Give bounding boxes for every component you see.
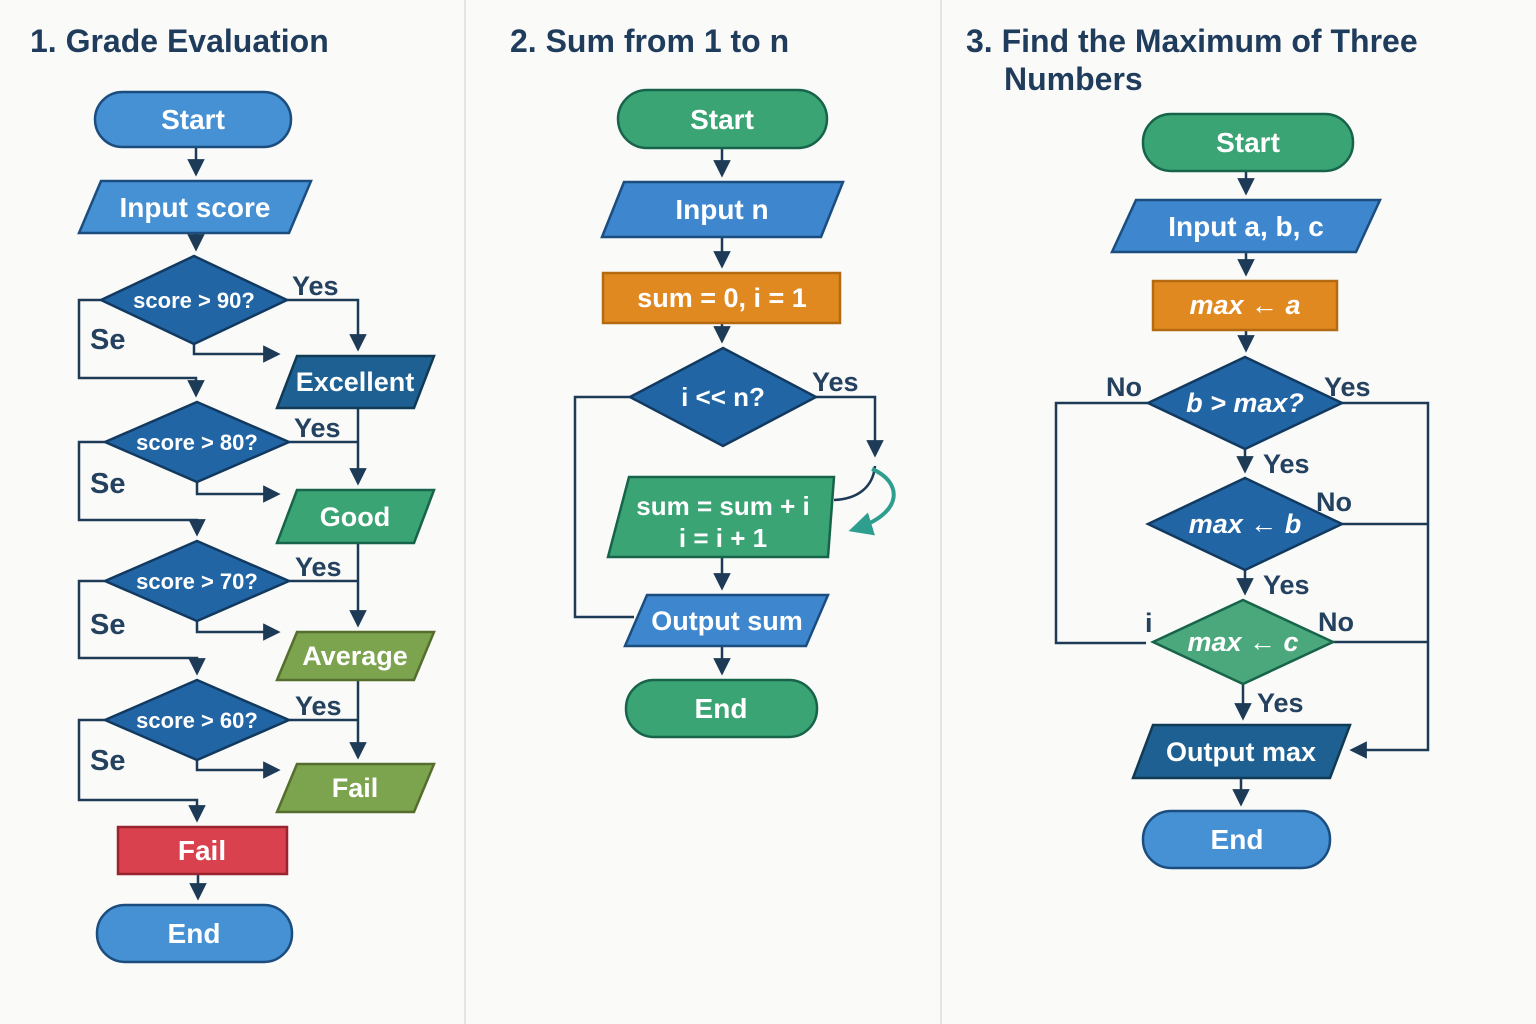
edge-d1-no bbox=[1054, 401, 1148, 645]
label-mid3-yes: Yes bbox=[1257, 688, 1304, 718]
result-good-label: Good bbox=[320, 502, 390, 532]
decision-score-90 bbox=[98, 254, 290, 346]
start-node bbox=[93, 90, 293, 149]
chart1-title: 1. Grade Evaluation bbox=[30, 23, 329, 59]
label-yes-3: Yes bbox=[295, 552, 342, 582]
decision-max-b bbox=[1145, 476, 1345, 572]
label-d3-no: No bbox=[1318, 607, 1354, 637]
end-label: End bbox=[168, 918, 221, 949]
edge-d3-left bbox=[77, 579, 206, 676]
label-d2-no: No bbox=[1316, 487, 1352, 517]
decision-score-80 bbox=[101, 400, 293, 484]
edge-d4-bottom bbox=[195, 760, 281, 779]
decision-score-70 bbox=[101, 539, 293, 623]
edge-d1-yes bbox=[1342, 401, 1430, 759]
label-yes: Yes bbox=[812, 367, 859, 397]
decision-score-80-label: score > 80? bbox=[136, 430, 258, 455]
edge-d2-bottom bbox=[195, 482, 281, 503]
end-node bbox=[95, 903, 294, 964]
label-i: i bbox=[1145, 608, 1153, 638]
edge-cond-no-loop bbox=[573, 395, 634, 619]
loop-body-node bbox=[606, 475, 836, 559]
result-average-label: Average bbox=[302, 641, 408, 671]
start-label: Start bbox=[1216, 127, 1280, 158]
start-node bbox=[616, 88, 829, 150]
end-node bbox=[624, 678, 819, 739]
edge-cond-yes bbox=[816, 395, 884, 458]
result-excellent-node bbox=[275, 354, 436, 410]
label-mid1-yes: Yes bbox=[1263, 449, 1310, 479]
init-label: sum = 0, i = 1 bbox=[637, 283, 807, 313]
label-mid2-yes: Yes bbox=[1263, 570, 1310, 600]
grade-evaluation-flowchart: 1. Grade Evaluation Start Input score sc… bbox=[30, 23, 436, 964]
loop-body-line1: sum = sum + i bbox=[636, 491, 809, 521]
edge-d1-yes bbox=[287, 298, 367, 352]
edge-loop-curve bbox=[833, 465, 877, 502]
decision-score-70-label: score > 70? bbox=[136, 569, 258, 594]
decision-score-60-label: score > 60? bbox=[136, 708, 258, 733]
edge-d4-left bbox=[77, 718, 206, 823]
fail-node bbox=[116, 825, 289, 876]
label-no-1: Se bbox=[90, 324, 125, 356]
init-node bbox=[601, 271, 842, 325]
input-n-label: Input n bbox=[675, 194, 768, 225]
edge-d1-left bbox=[77, 298, 205, 398]
result-good-node bbox=[275, 488, 436, 545]
result-excellent-label: Excellent bbox=[296, 367, 415, 397]
loop-condition-label: i << n? bbox=[681, 382, 765, 412]
decision-score-60 bbox=[101, 678, 293, 762]
end-label: End bbox=[1211, 824, 1264, 855]
output-sum-label: Output sum bbox=[651, 606, 802, 636]
loop-condition-node bbox=[627, 346, 819, 448]
label-no-3: Se bbox=[90, 609, 125, 641]
edge-d3-bottom bbox=[195, 621, 281, 641]
edge-d2-left bbox=[77, 440, 206, 537]
max-flowchart: 3. Find the Maximum of Three Numbers Sta… bbox=[966, 23, 1430, 870]
label-no-4: Se bbox=[90, 745, 125, 777]
decision-b-gt-max-label: b > max? bbox=[1186, 388, 1304, 418]
decision-max-c bbox=[1150, 598, 1336, 686]
edge-loop-back-curve bbox=[848, 467, 896, 536]
input-score-node bbox=[77, 179, 313, 235]
start-node bbox=[1141, 112, 1355, 173]
assign-max-a-label: max ← a bbox=[1189, 290, 1300, 320]
start-label: Start bbox=[161, 104, 225, 135]
chart3-title-line1: 3. Find the Maximum of Three bbox=[966, 23, 1418, 59]
output-max-node bbox=[1131, 723, 1352, 780]
output-max-label: Output max bbox=[1166, 737, 1316, 767]
label-d1-yes: Yes bbox=[1324, 372, 1371, 402]
result-fail-node bbox=[275, 762, 436, 814]
loop-body-line2: i = i + 1 bbox=[679, 523, 767, 553]
chart3-title-line2: Numbers bbox=[1004, 61, 1143, 97]
input-n-node bbox=[600, 180, 845, 239]
decision-max-c-label: max ← c bbox=[1187, 627, 1298, 657]
result-average-node bbox=[275, 630, 436, 682]
sum-flowchart: 2. Sum from 1 to n Start Input n sum = 0… bbox=[510, 23, 896, 739]
input-abc-label: Input a, b, c bbox=[1168, 211, 1324, 242]
fail-label: Fail bbox=[178, 835, 226, 866]
start-label: Start bbox=[690, 104, 754, 135]
label-d1-no: No bbox=[1106, 372, 1142, 402]
edge-d1-bottom bbox=[192, 344, 281, 363]
end-label: End bbox=[695, 693, 748, 724]
end-node bbox=[1141, 809, 1332, 870]
decision-score-90-label: score > 90? bbox=[133, 288, 255, 313]
decision-max-b-label: max ← b bbox=[1189, 509, 1302, 539]
input-abc-node bbox=[1110, 198, 1382, 254]
input-score-label: Input score bbox=[120, 192, 271, 223]
assign-max-a-node bbox=[1151, 279, 1339, 332]
label-yes-1: Yes bbox=[292, 271, 339, 301]
chart2-title: 2. Sum from 1 to n bbox=[510, 23, 789, 59]
result-fail-label: Fail bbox=[332, 773, 379, 803]
label-yes-2: Yes bbox=[294, 413, 341, 443]
label-yes-4: Yes bbox=[295, 691, 342, 721]
decision-b-gt-max bbox=[1145, 355, 1345, 451]
output-sum-node bbox=[623, 593, 830, 648]
label-no-2: Se bbox=[90, 468, 125, 500]
